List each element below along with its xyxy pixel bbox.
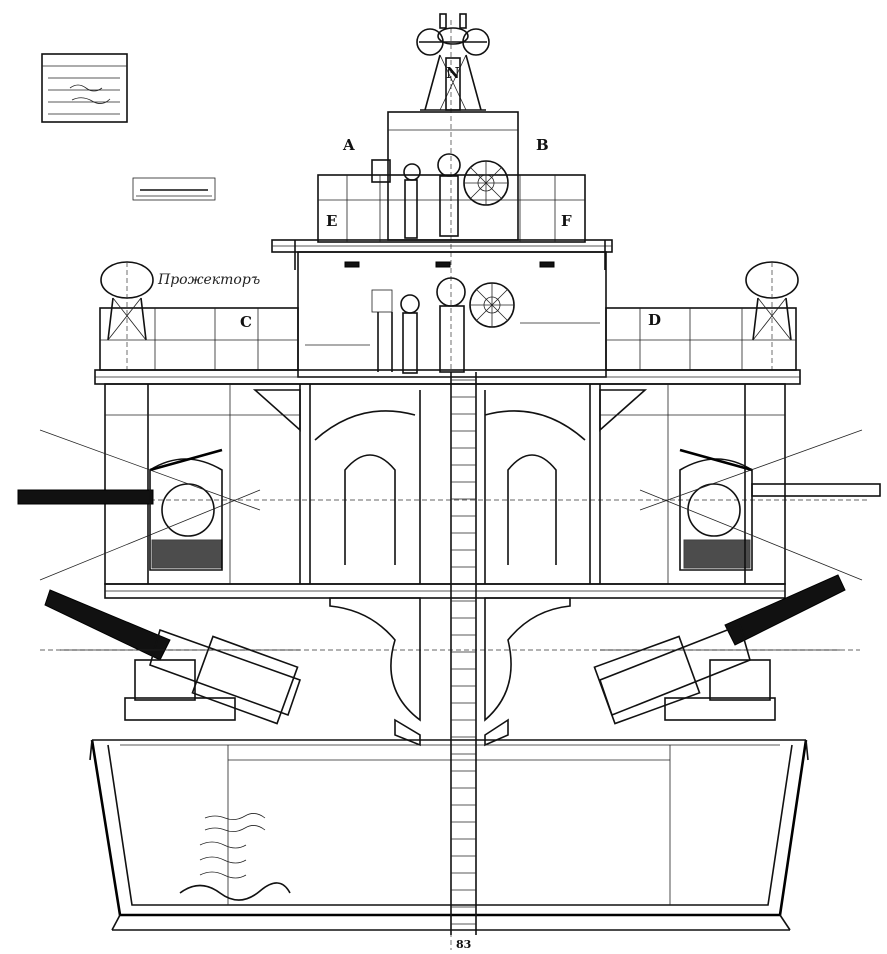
port-lower-gun bbox=[44, 589, 302, 725]
port-casemate-gun bbox=[17, 429, 261, 581]
label-c: C bbox=[240, 313, 252, 331]
date-stamp bbox=[132, 177, 216, 201]
handwritten-notes bbox=[179, 813, 291, 901]
label-d: D bbox=[648, 311, 661, 329]
label-n: N bbox=[446, 64, 460, 82]
label-a: A bbox=[342, 136, 355, 154]
label-e: E bbox=[326, 212, 337, 230]
central-ladder bbox=[450, 372, 477, 935]
port-wing bbox=[99, 261, 299, 371]
centerlines bbox=[30, 20, 870, 950]
hull bbox=[89, 739, 809, 931]
ladder-rungs bbox=[451, 379, 476, 925]
main-deck bbox=[104, 583, 786, 599]
searchlight-caption: Прожекторъ bbox=[157, 272, 260, 288]
label-b: B bbox=[536, 136, 549, 154]
label-frame-number: 83 bbox=[456, 938, 471, 951]
starboard-casemate-gun bbox=[639, 429, 881, 581]
deck-brackets bbox=[329, 597, 571, 747]
starboard-lower-gun bbox=[593, 574, 846, 725]
lower-wheelhouse bbox=[297, 251, 607, 378]
upper-bridge bbox=[317, 111, 586, 243]
mast-top bbox=[416, 13, 490, 111]
bridge-deck bbox=[271, 239, 613, 270]
archive-stamp bbox=[41, 53, 128, 123]
starboard-wing bbox=[605, 261, 799, 371]
label-f: F bbox=[561, 212, 572, 230]
